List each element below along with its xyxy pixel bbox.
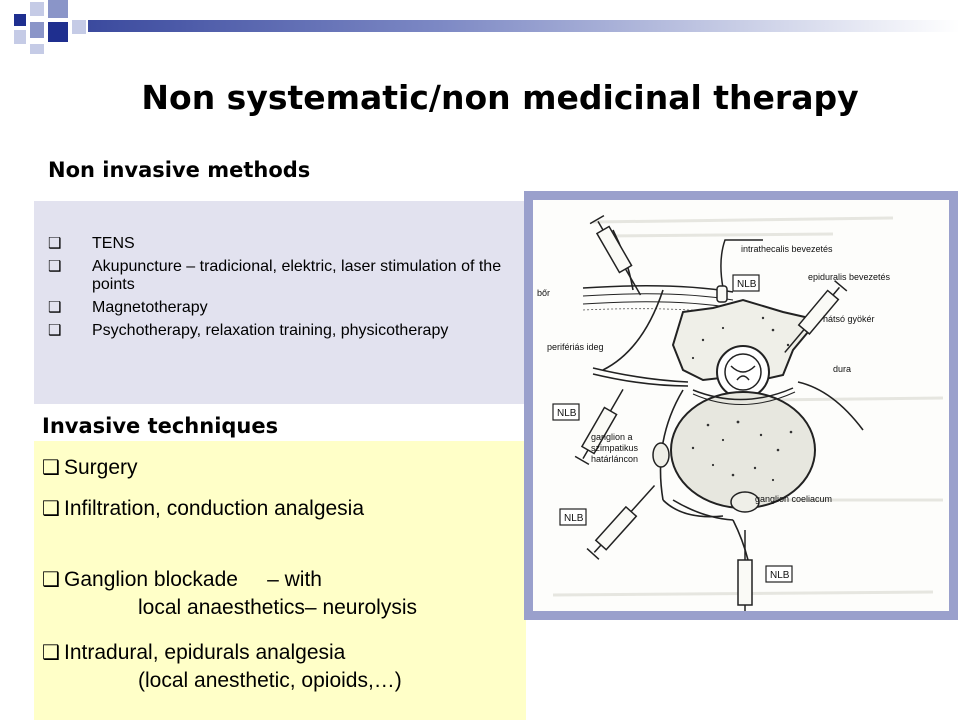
checkbox-bullet-icon: ❑ (42, 457, 60, 479)
label-ganglion-1: ganglion a (591, 432, 633, 442)
nerves (592, 229, 864, 561)
checkbox-bullet-icon: ❑ (48, 299, 62, 316)
invasive-box: ❑Surgery ❑Infiltration, conduction analg… (34, 441, 526, 720)
vertebra (670, 298, 820, 509)
label-ganglion-2: szimpatikus (591, 443, 639, 453)
title-bar-rule (88, 20, 960, 32)
list-item-text: Surgery (64, 456, 138, 479)
slide-title: Non systematic/non medicinal therapy (0, 78, 960, 117)
list-item-text: Akupuncture – tradicional, elektric, las… (92, 258, 502, 293)
list-item-text: Psychotherapy, relaxation training, phys… (92, 322, 449, 339)
list-item: ❑ Psychotherapy, relaxation training, phy… (48, 322, 518, 340)
label-ganglion-3: határláncon (591, 454, 638, 464)
list-item-text: Infiltration, conduction analgesia (64, 497, 365, 520)
checkbox-bullet-icon: ❑ (42, 569, 60, 591)
list-item-text: Ganglion blockade – with (64, 568, 322, 591)
checkbox-bullet-icon: ❑ (42, 642, 60, 664)
non-invasive-box: ❑ TENS ❑ Akupuncture – tradicional, elektr… (34, 201, 526, 404)
non-invasive-list: ❑ TENS ❑ Akupuncture – tradicional, elektr… (48, 235, 518, 345)
invasive-heading: Invasive techniques (42, 414, 279, 438)
slide-title-text: Non systematic/non medicinal therapy (141, 78, 859, 117)
label-coeliac: ganglion coeliacum (755, 494, 832, 504)
list-item: ❑ TENS (48, 235, 518, 253)
list-item-continuation: (local anesthetic, opioids,…) (138, 669, 402, 692)
corner-square-3 (48, 0, 68, 18)
corner-square-7 (30, 44, 44, 54)
spinal-injection-diagram: NLB NLB NLB NLB intrathecalis bevezetés … (533, 200, 949, 611)
label-skin: bőr (537, 288, 550, 298)
label-posterior-root: hátsó gyökér (823, 314, 875, 324)
checkbox-bullet-icon: ❑ (48, 322, 62, 339)
non-invasive-heading: Non invasive methods (48, 158, 311, 182)
label-peripheral-nerve: perifériás ideg (547, 342, 604, 352)
corner-square-1 (14, 14, 26, 26)
checkbox-bullet-icon: ❑ (48, 235, 62, 252)
list-item: ❑Surgery (42, 454, 138, 482)
list-item: ❑ Akupuncture – tradicional, elektric, la… (48, 258, 518, 294)
corner-square-8 (72, 20, 86, 34)
list-item: ❑ Magnetotherapy (48, 299, 518, 317)
nlb-label: NLB (564, 513, 584, 524)
list-item: ❑Ganglion blockade – with local anaesthet… (42, 566, 417, 621)
label-epidural: epiduralis bevezetés (808, 272, 891, 282)
list-item-text: Intradural, epidurals analgesia (64, 641, 346, 664)
checkbox-bullet-icon: ❑ (42, 498, 60, 520)
list-item: ❑Infiltration, conduction analgesia (42, 495, 364, 523)
list-item-text: Magnetotherapy (92, 299, 208, 316)
label-intrathecal: intrathecalis bevezetés (741, 244, 833, 254)
list-item: ❑Intradural, epidurals analgesia (local a… (42, 639, 402, 694)
syringes (574, 214, 848, 611)
nlb-boxes: NLB NLB NLB NLB (552, 274, 793, 583)
list-item-text: TENS (92, 235, 135, 252)
checkbox-bullet-icon: ❑ (48, 258, 62, 275)
nlb-label: NLB (737, 279, 757, 290)
corner-square-4 (14, 30, 26, 44)
label-dura: dura (833, 364, 851, 374)
corner-square-5 (30, 22, 44, 38)
list-item-continuation: local anaesthetics– neurolysis (138, 596, 417, 619)
corner-square-6 (48, 22, 68, 42)
diagram-svg: NLB NLB NLB NLB intrathecalis bevezetés … (537, 214, 944, 611)
nlb-label: NLB (770, 570, 790, 581)
nlb-label: NLB (557, 408, 577, 419)
figure-frame: NLB NLB NLB NLB intrathecalis bevezetés … (524, 191, 958, 620)
corner-square-2 (30, 2, 44, 16)
